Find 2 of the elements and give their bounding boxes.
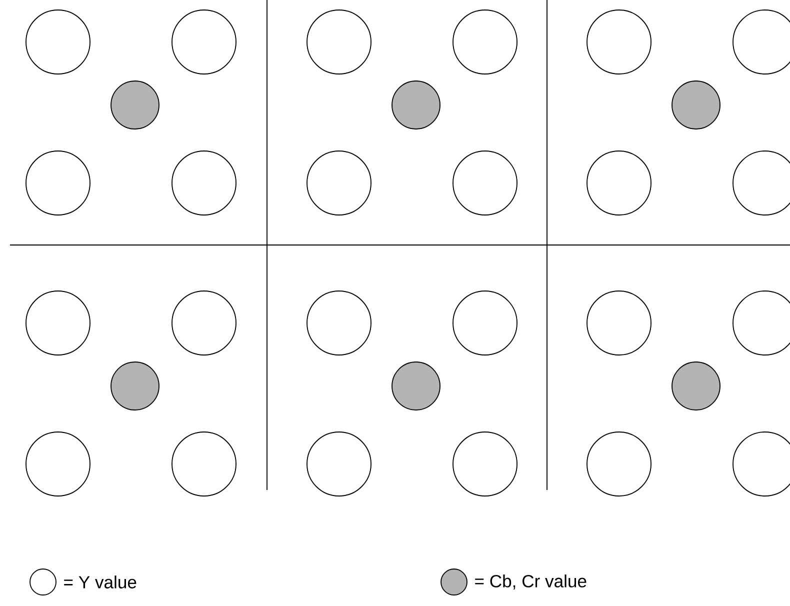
legend-label: = Cb, Cr value (475, 574, 586, 590)
legend-label: = Y value (64, 576, 136, 588)
